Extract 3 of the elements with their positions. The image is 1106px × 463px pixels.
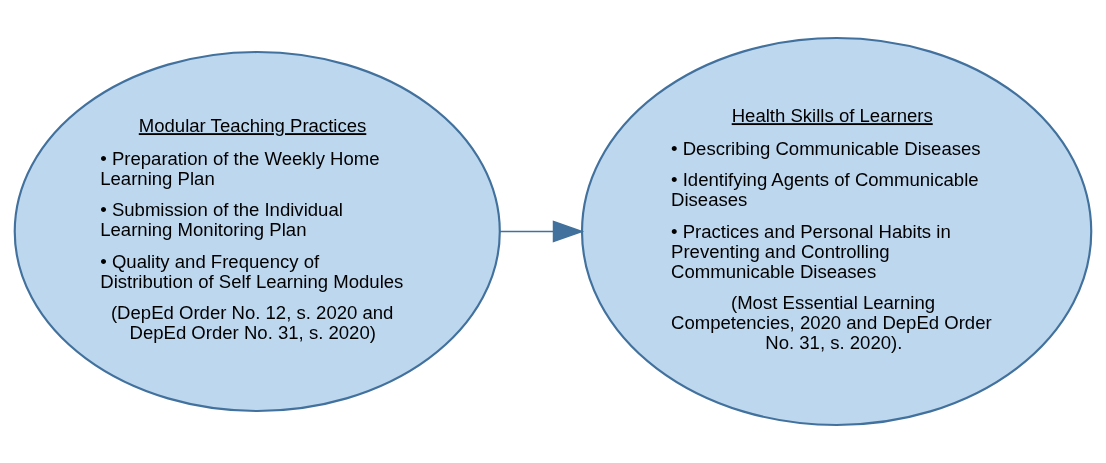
node-ellipse: Health Skills of Learners • Describing Communicable Diseases • Identifying Agents of Communicable Diseases • Practices and Personal Habits in Preventing and Controlling Communicable Diseases (Most Essential Learning Competencies, 2020 and DepEd Order No. 31, s. 2020). (580, 37, 1093, 427)
node-ellipse: Modular Teaching Practices • Preparation of the Weekly Home Learning Plan • Submission of the Individual Learning Monitoring Plan • Quality and Frequency of Distribution of Self Learning Modules (DepEd Order No. 12, s. 2020 and DepEd Order No. 31, s. 2020) (13, 50, 501, 413)
arrow (499, 220, 585, 243)
